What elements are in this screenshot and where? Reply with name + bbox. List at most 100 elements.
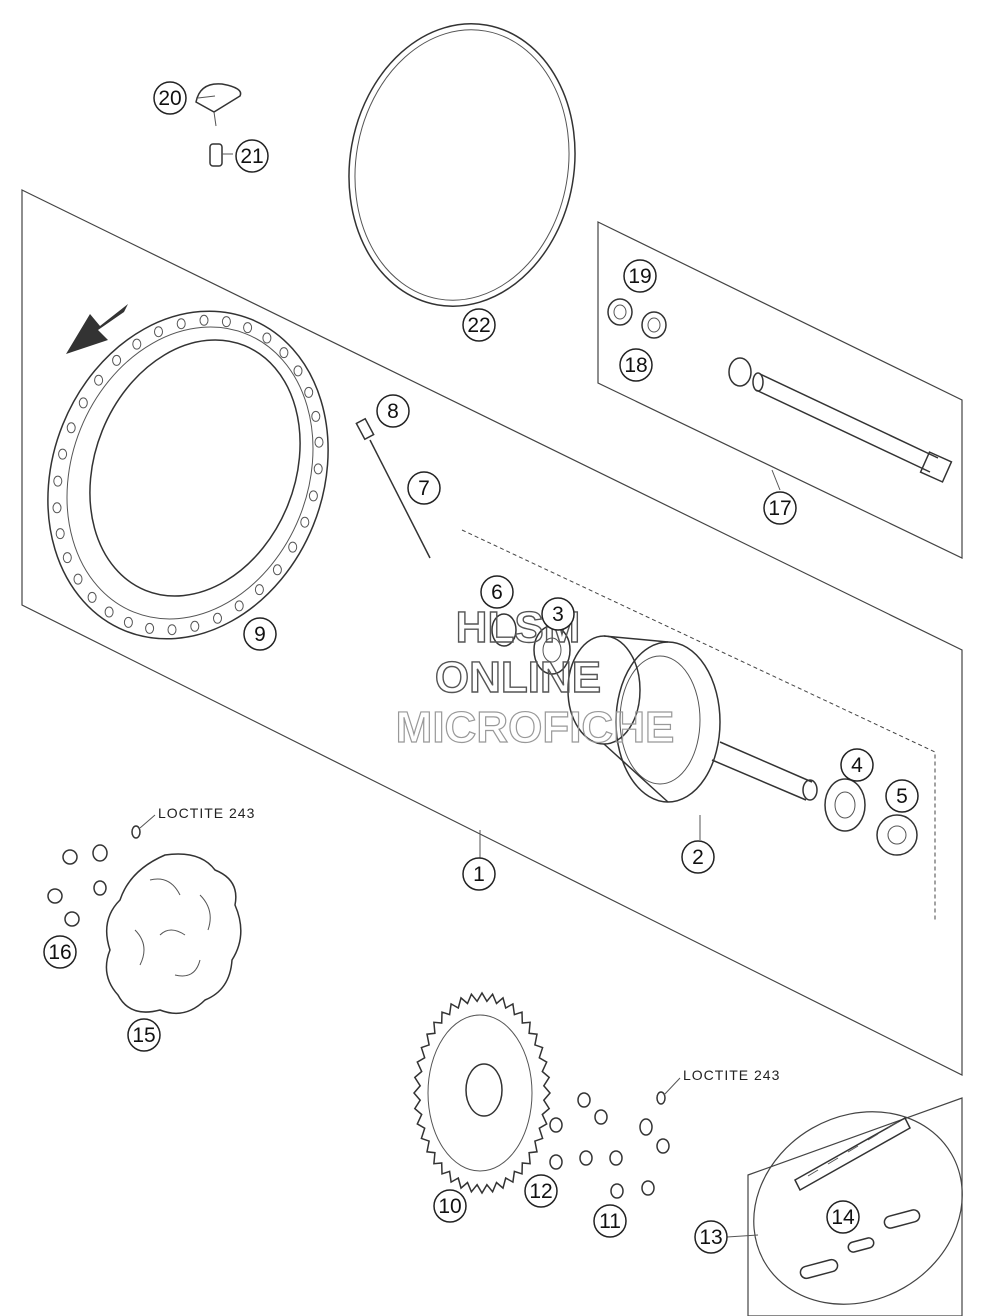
callout-20: 20	[153, 81, 187, 115]
watermark-line3: MICROFICHE	[396, 703, 675, 752]
tube-part	[348, 23, 576, 307]
rim-part	[47, 310, 329, 640]
spoke-hole	[190, 620, 200, 632]
callout-circle	[462, 308, 496, 342]
spoke-hole	[55, 528, 65, 540]
watermark: HLSM ONLINE MICROFICHE	[395, 602, 675, 752]
callout-label: 11	[599, 1210, 621, 1233]
callout-4: 4	[840, 748, 874, 782]
callout-22: 22	[462, 308, 496, 342]
chain-group-frame	[747, 1097, 963, 1316]
callout-8: 8	[376, 394, 410, 428]
callout-label: 15	[132, 1024, 155, 1047]
spacer-right-part	[876, 814, 918, 856]
callout-circle	[153, 81, 187, 115]
callout-label: 21	[240, 145, 263, 168]
callout-circle	[43, 935, 77, 969]
spoke-hole	[78, 397, 88, 409]
spoke-nipple-part	[355, 417, 375, 441]
callout-label: 13	[699, 1226, 722, 1249]
callout-16: 16	[43, 935, 77, 969]
brake-disc-bolts	[47, 825, 141, 927]
spoke-hole	[314, 436, 324, 448]
spoke-hole	[176, 318, 186, 330]
callout-5: 5	[885, 779, 919, 813]
callout-label: 4	[851, 754, 863, 777]
spoke-hole	[62, 552, 72, 564]
callout-14: 14	[826, 1200, 860, 1234]
spoke-hole	[112, 354, 122, 366]
callout-circle	[840, 748, 874, 782]
loctite-note-sprocket: LOCTITE 243	[683, 1067, 780, 1083]
rotation-arrow-icon	[66, 304, 128, 354]
callout-label: 12	[529, 1180, 552, 1203]
callout-label: 17	[768, 497, 791, 520]
callout-label: 2	[692, 846, 704, 869]
spoke-hole	[66, 422, 76, 434]
callout-21: 21	[235, 139, 269, 173]
callout-12: 12	[524, 1174, 558, 1208]
callout-circle	[826, 1200, 860, 1234]
valve-nut-part	[209, 143, 223, 167]
spoke-hole	[262, 332, 272, 344]
callout-19: 19	[623, 259, 657, 293]
hub-part	[567, 635, 818, 803]
spoke-hole	[311, 410, 321, 422]
spoke-hole	[304, 386, 314, 398]
callout-circle	[243, 617, 277, 651]
spoke-hole	[167, 624, 177, 636]
spoke-hole	[313, 463, 323, 475]
spoke-hole	[73, 573, 83, 585]
callout-15: 15	[127, 1018, 161, 1052]
callout-label: 18	[624, 354, 647, 377]
callout-circle	[681, 840, 715, 874]
callout-label: 5	[896, 785, 908, 808]
callout-2: 2	[681, 840, 715, 874]
callout-circle	[433, 1189, 467, 1223]
spoke-hole	[154, 326, 163, 338]
callout-1: 1	[462, 857, 496, 891]
callout-circle	[376, 394, 410, 428]
seal-left-part	[491, 613, 517, 647]
callout-18: 18	[619, 348, 653, 382]
callout-circle	[127, 1018, 161, 1052]
leader-lines	[139, 95, 781, 1238]
sprocket-part	[413, 991, 551, 1195]
brake-disc-part	[105, 853, 242, 1015]
callout-label: 14	[831, 1206, 855, 1229]
spoke-hole	[104, 606, 114, 618]
chain-part	[753, 1111, 963, 1305]
spoke-hole	[293, 365, 303, 377]
spoke-hole	[123, 616, 133, 628]
spoke-hole	[300, 516, 310, 528]
callout-label: 20	[158, 87, 181, 110]
callout-label: 22	[467, 314, 490, 337]
callout-circle	[462, 857, 496, 891]
callout-17: 17	[763, 491, 797, 525]
callout-label: 8	[387, 400, 399, 423]
axle-group-frame	[597, 221, 963, 559]
spoke-part	[369, 439, 431, 559]
callout-label: 9	[254, 623, 266, 646]
washer-part	[641, 311, 667, 339]
callout-circle	[623, 259, 657, 293]
spoke-hole	[243, 322, 253, 334]
callout-circle	[763, 491, 797, 525]
callout-circle	[619, 348, 653, 382]
callout-7: 7	[407, 471, 441, 505]
bearing-right-part	[824, 778, 866, 832]
spoke-hole	[254, 584, 264, 596]
callout-label: 3	[552, 603, 564, 626]
callout-label: 6	[491, 581, 503, 604]
callout-label: 16	[48, 941, 71, 964]
chain-link-parts	[799, 1209, 921, 1280]
spoke-hole	[53, 475, 63, 487]
spoke-hole	[52, 502, 62, 514]
callout-circle	[593, 1204, 627, 1238]
spoke-hole	[234, 600, 244, 612]
callout-circle	[235, 139, 269, 173]
callout-circle	[885, 779, 919, 813]
spoke-hole	[132, 338, 142, 350]
callout-circle	[407, 471, 441, 505]
